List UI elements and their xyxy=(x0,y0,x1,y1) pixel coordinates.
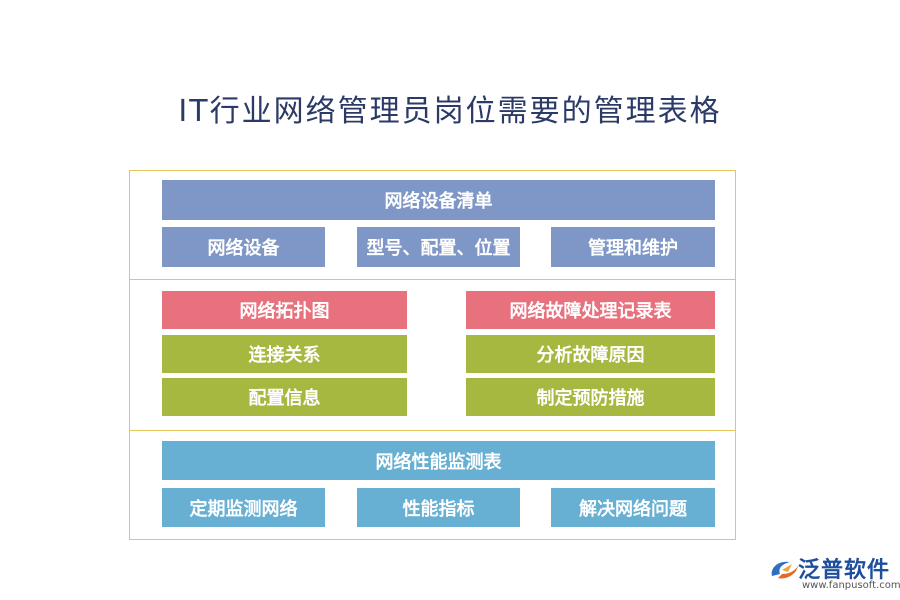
device-list-item: 网络设备 xyxy=(162,227,325,267)
performance-header: 网络性能监测表 xyxy=(162,441,715,480)
logo-url: www.fanpusoft.com xyxy=(802,580,900,591)
fanpu-logo-icon xyxy=(771,561,798,579)
page-title: IT行业网络管理员岗位需要的管理表格 xyxy=(178,94,722,129)
performance-item: 性能指标 xyxy=(357,488,520,527)
device-list-item: 型号、配置、位置 xyxy=(357,227,520,267)
section-performance-frame xyxy=(129,430,736,540)
topology-header: 网络拓扑图 xyxy=(162,291,407,329)
topology-item: 配置信息 xyxy=(162,378,407,416)
device-list-item: 管理和维护 xyxy=(551,227,715,267)
logo-name: 泛普软件 xyxy=(798,558,891,583)
device-list-header: 网络设备清单 xyxy=(162,180,715,220)
fault-record-item: 制定预防措施 xyxy=(466,378,715,416)
performance-item: 解决网络问题 xyxy=(551,488,715,527)
performance-item: 定期监测网络 xyxy=(162,488,325,527)
fault-record-header: 网络故障处理记录表 xyxy=(466,291,715,329)
fault-record-item: 分析故障原因 xyxy=(466,335,715,373)
topology-item: 连接关系 xyxy=(162,335,407,373)
brand-logo: 泛普软件 www.fanpusoft.com xyxy=(768,552,900,598)
